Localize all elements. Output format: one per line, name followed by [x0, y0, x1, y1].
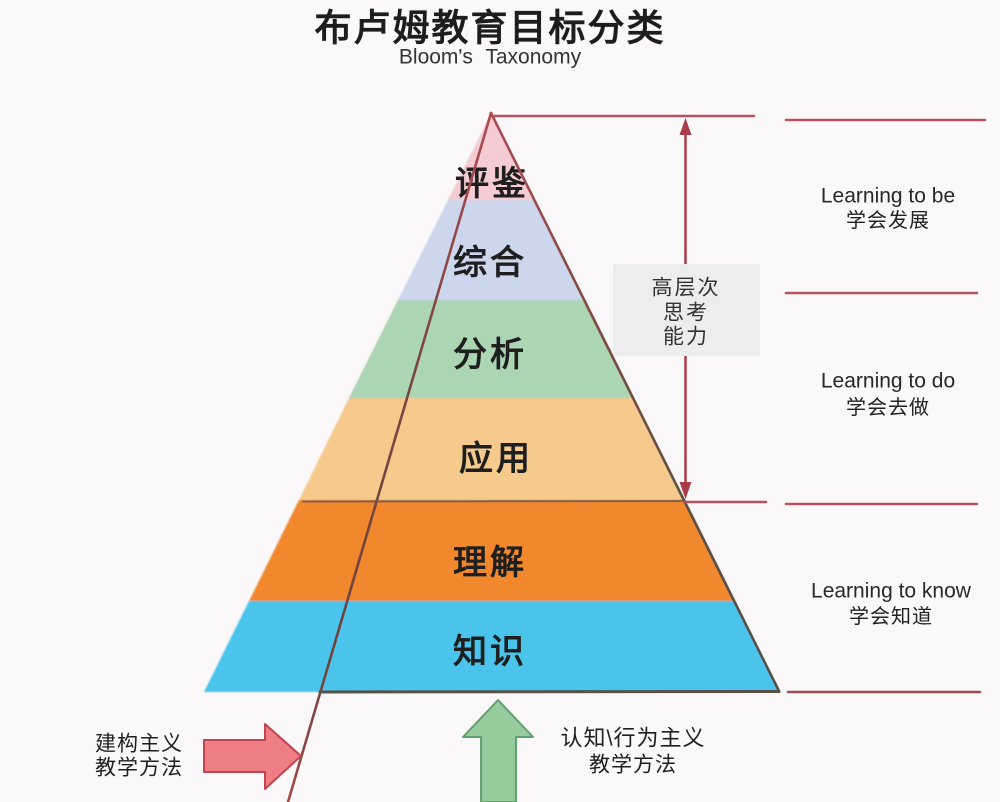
- behaviorism-annotation: 认知\行为主义 教学方法: [462, 699, 705, 802]
- label-knowledge: 知识: [453, 633, 527, 671]
- overlay-left-leg: [286, 111, 493, 802]
- learning-to-know-zh: 学会知道: [849, 605, 933, 628]
- arrow-down-icon: [679, 482, 692, 499]
- pyramid: [204, 113, 779, 692]
- label-analysis: 分析: [453, 336, 527, 374]
- overlay-base-line: [318, 690, 781, 694]
- page-subtitle: Bloom's Taxonomy: [399, 46, 582, 69]
- constructivism-annotation: 建构主义 教学方法: [95, 723, 302, 790]
- label-application: 应用: [459, 440, 533, 478]
- behaviorism-line2: 教学方法: [589, 754, 677, 777]
- high-order-line1: 高层次: [652, 277, 721, 300]
- up-arrow-icon: [462, 699, 534, 802]
- band-knowledge: [204, 601, 779, 692]
- behaviorism-line1: 认知\行为主义: [560, 726, 705, 751]
- learning-to-be-en: Learning to be: [821, 185, 955, 208]
- right-labels: Learning to be 学会发展 Learning to do 学会去做 …: [811, 185, 972, 629]
- learning-to-know-en: Learning to know: [811, 580, 972, 603]
- band-synthesis: [398, 200, 585, 300]
- high-order-box-bg: [613, 264, 760, 356]
- page-title: 布卢姆教育目标分类: [315, 8, 666, 49]
- learning-to-be-zh: 学会发展: [846, 209, 930, 232]
- right-arrow-icon: [203, 723, 302, 790]
- constructivism-line2: 教学方法: [95, 757, 183, 780]
- band-application: [299, 398, 685, 500]
- high-order-line2: 思考: [663, 302, 709, 325]
- reference-lines: [492, 114, 987, 694]
- label-synthesis: 综合: [453, 244, 527, 282]
- overlay-triangle: [286, 111, 781, 802]
- arrow-up-icon: [679, 118, 692, 135]
- pyramid-labels: 评鉴 综合 分析 应用 理解 知识: [453, 165, 533, 671]
- overlay-right-leg: [489, 111, 781, 693]
- label-comprehension: 理解: [453, 544, 527, 582]
- learning-to-do-zh: 学会去做: [846, 396, 930, 419]
- constructivism-line1: 建构主义: [95, 733, 183, 756]
- learning-to-do-en: Learning to do: [821, 370, 955, 393]
- overlay-mid-divider: [302, 500, 686, 503]
- high-order-box: 高层次 思考 能力: [613, 264, 760, 356]
- high-order-line3: 能力: [663, 326, 709, 349]
- band-evaluation: [448, 113, 534, 200]
- band-analysis: [349, 300, 634, 398]
